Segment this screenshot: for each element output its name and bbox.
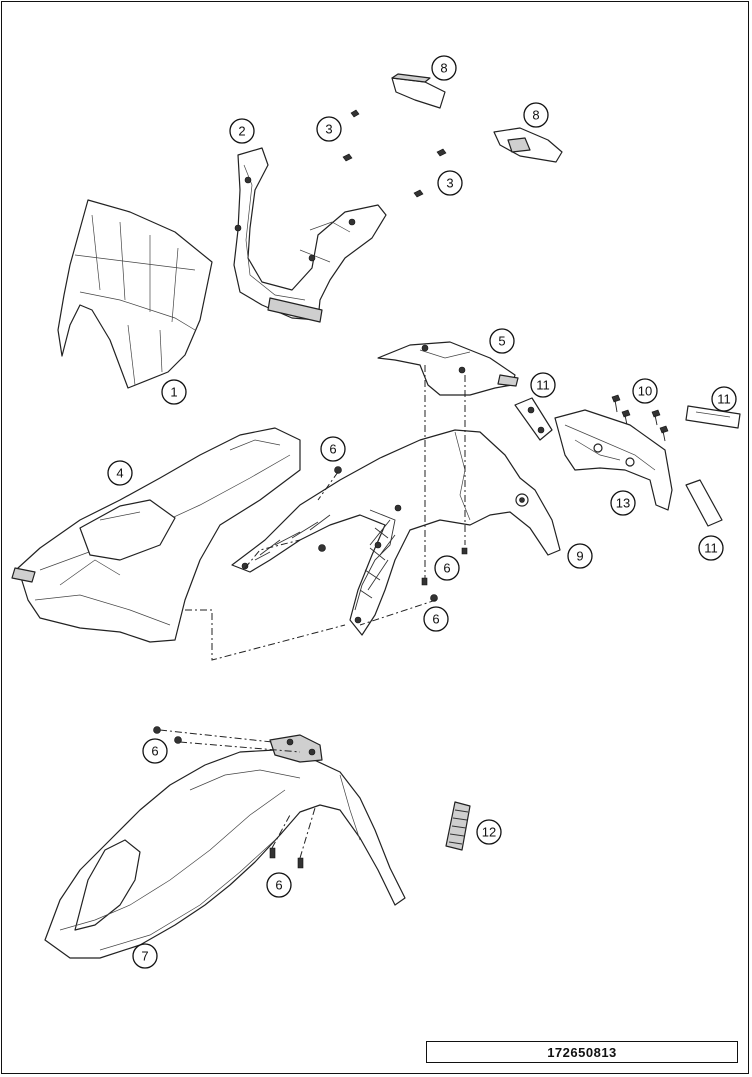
part-front-fender bbox=[44, 734, 406, 959]
part-license-holder bbox=[554, 409, 673, 511]
callout-5: 5 bbox=[489, 328, 515, 354]
callout-6-fender-upper: 6 bbox=[142, 738, 168, 764]
svg-text:9: 9 bbox=[576, 549, 583, 564]
callout-13: 13 bbox=[610, 490, 636, 516]
svg-text:3: 3 bbox=[325, 122, 332, 137]
svg-text:7: 7 bbox=[141, 949, 148, 964]
callout-11-left: 11 bbox=[530, 372, 556, 398]
part-foam-strip bbox=[445, 801, 471, 851]
callout-11-bottom: 11 bbox=[698, 535, 724, 561]
part-headlight-bracket bbox=[233, 147, 387, 323]
callout-2: 2 bbox=[229, 118, 255, 144]
callout-6-subframe-upper: 6 bbox=[434, 555, 460, 581]
svg-text:8: 8 bbox=[440, 61, 447, 76]
svg-text:6: 6 bbox=[329, 442, 336, 457]
callout-1: 1 bbox=[161, 379, 187, 405]
svg-text:6: 6 bbox=[443, 561, 450, 576]
part-screws-10 bbox=[611, 394, 669, 442]
svg-text:13: 13 bbox=[616, 496, 630, 511]
callout-6-seat: 6 bbox=[320, 436, 346, 462]
callout-6-subframe-lower: 6 bbox=[423, 606, 449, 632]
drawing-number: 172650813 bbox=[426, 1041, 738, 1063]
svg-text:1: 1 bbox=[170, 385, 177, 400]
svg-text:6: 6 bbox=[432, 612, 439, 627]
svg-text:5: 5 bbox=[498, 334, 505, 349]
part-reflectors bbox=[514, 397, 741, 527]
callout-8-lower: 8 bbox=[523, 102, 549, 128]
callout-8-upper: 8 bbox=[431, 55, 457, 81]
callout-9: 9 bbox=[567, 543, 593, 569]
part-screws-3 bbox=[342, 109, 447, 198]
callout-3-lower: 3 bbox=[437, 170, 463, 196]
callout-3-upper: 3 bbox=[316, 116, 342, 142]
svg-text:2: 2 bbox=[238, 124, 245, 139]
callout-10: 10 bbox=[632, 378, 658, 404]
svg-text:10: 10 bbox=[638, 384, 652, 399]
part-headlight-mask bbox=[57, 199, 213, 389]
callout-7: 7 bbox=[132, 943, 158, 969]
part-seat bbox=[11, 427, 301, 643]
callout-4: 4 bbox=[107, 460, 133, 486]
callout-12: 12 bbox=[476, 819, 502, 845]
svg-text:11: 11 bbox=[536, 378, 550, 393]
svg-text:11: 11 bbox=[704, 541, 718, 556]
part-rear-cover bbox=[377, 341, 519, 396]
part-clamps-8 bbox=[391, 73, 563, 163]
svg-text:12: 12 bbox=[482, 825, 496, 840]
svg-text:6: 6 bbox=[275, 878, 282, 893]
svg-text:4: 4 bbox=[116, 466, 123, 481]
svg-text:11: 11 bbox=[717, 392, 731, 407]
svg-text:8: 8 bbox=[532, 108, 539, 123]
callout-11-right: 11 bbox=[711, 386, 737, 412]
svg-text:3: 3 bbox=[446, 176, 453, 191]
callout-6-fender-lower: 6 bbox=[266, 872, 292, 898]
assembly-lines bbox=[159, 365, 466, 859]
svg-text:6: 6 bbox=[151, 744, 158, 759]
